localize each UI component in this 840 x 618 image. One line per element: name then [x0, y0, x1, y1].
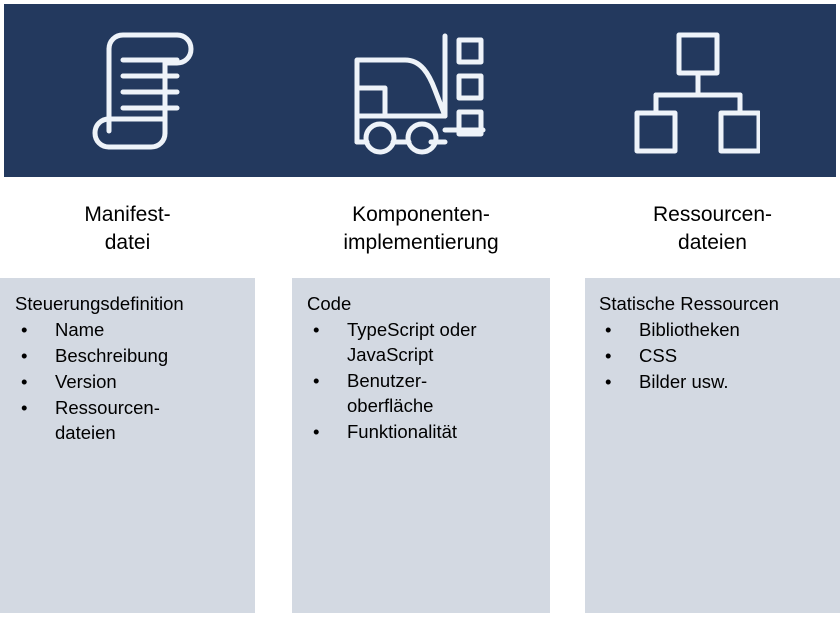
- list-item: • Beschreibung: [15, 344, 245, 369]
- column-implementation: Komponenten- implementierung Code • Type…: [292, 180, 550, 613]
- list-item: • Funktionalität: [307, 420, 540, 445]
- forklift-icon: [347, 26, 493, 156]
- body-heading-manifest: Steuerungsdefinition: [15, 293, 184, 314]
- list-item: • Name: [15, 318, 245, 343]
- list-item-label: Beschreibung: [55, 344, 169, 366]
- bullet-icon: •: [313, 369, 320, 391]
- column-title-resources: Ressourcen- dateien: [585, 180, 840, 278]
- icon-cell-implementation: [281, 4, 558, 177]
- list-item: • Bibliotheken: [599, 318, 830, 343]
- icon-band: [4, 4, 836, 177]
- bullet-icon: •: [605, 318, 612, 340]
- column-title-implementation: Komponenten- implementierung: [292, 180, 550, 278]
- list-item: • TypeScript oder JavaScript: [307, 318, 540, 368]
- column-body-resources: Statische Ressourcen • Bibliotheken • CS…: [585, 278, 840, 613]
- list-item: • Bilder usw.: [599, 370, 830, 395]
- scroll-icon: [85, 23, 201, 159]
- bullet-icon: •: [313, 420, 320, 442]
- list-item-label: Name: [55, 318, 105, 340]
- bullet-list-resources: • Bibliotheken • CSS • Bilder usw.: [599, 318, 830, 395]
- list-item-label: Ressourcen- dateien: [55, 396, 160, 443]
- column-body-manifest: Steuerungsdefinition • Name • Beschreibu…: [0, 278, 255, 613]
- bullet-icon: •: [313, 318, 320, 340]
- list-item-label: Bilder usw.: [639, 370, 729, 392]
- list-item-label: Bibliotheken: [639, 318, 740, 340]
- list-item-label: Version: [55, 370, 117, 392]
- column-gap-1: [255, 180, 292, 613]
- bullet-icon: •: [21, 318, 28, 340]
- list-item: • Version: [15, 370, 245, 395]
- bullet-icon: •: [605, 344, 612, 366]
- bullet-icon: •: [21, 396, 28, 418]
- bullet-icon: •: [21, 344, 28, 366]
- column-title-manifest: Manifest- datei: [0, 180, 255, 278]
- list-item: • Benutzer- oberfläche: [307, 369, 540, 419]
- column-body-implementation: Code • TypeScript oder JavaScript • Benu…: [292, 278, 550, 613]
- bullet-list-manifest: • Name • Beschreibung • Version • Ressou…: [15, 318, 245, 446]
- list-item-label: Funktionalität: [347, 420, 458, 442]
- icon-cell-resources: [559, 4, 836, 177]
- list-item: • CSS: [599, 344, 830, 369]
- list-item-label: TypeScript oder JavaScript: [347, 318, 477, 365]
- column-gap-2: [550, 180, 585, 613]
- bullet-list-implementation: • TypeScript oder JavaScript • Benutzer-…: [307, 318, 540, 445]
- icon-cell-manifest: [4, 4, 281, 177]
- list-item: • Ressourcen- dateien: [15, 396, 245, 446]
- body-heading-implementation: Code: [307, 293, 352, 314]
- hierarchy-icon: [634, 27, 761, 155]
- list-item-label: CSS: [639, 344, 678, 366]
- bullet-icon: •: [21, 370, 28, 392]
- column-resources: Ressourcen- dateien Statische Ressourcen…: [585, 180, 840, 613]
- body-heading-resources: Statische Ressourcen: [599, 293, 779, 314]
- list-item-label: Benutzer- oberfläche: [347, 369, 434, 416]
- bullet-icon: •: [605, 370, 612, 392]
- column-manifest: Manifest- datei Steuerungsdefinition • N…: [0, 180, 255, 613]
- columns-region: Manifest- datei Steuerungsdefinition • N…: [0, 180, 840, 613]
